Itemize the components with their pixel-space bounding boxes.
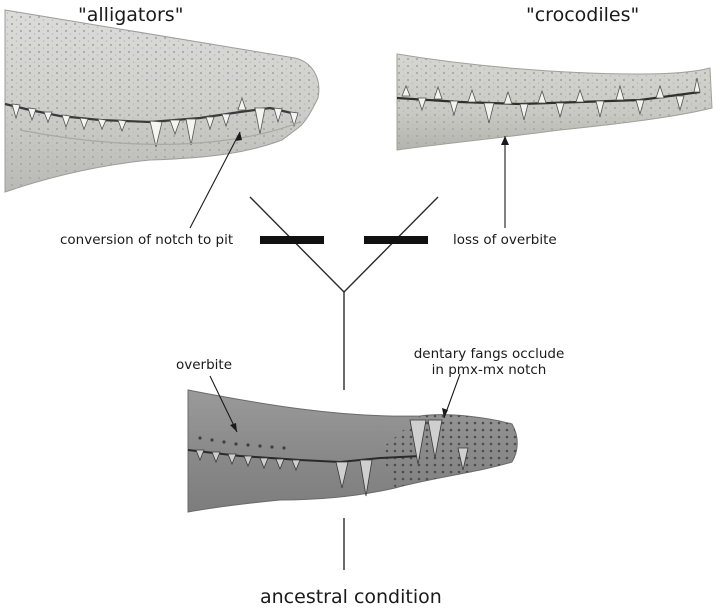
branch-right	[344, 197, 438, 292]
label-notch-to-pit: conversion of notch to pit	[60, 232, 233, 248]
label-dentary-line2: in pmx-mx notch	[396, 362, 582, 378]
title-crocodiles: "crocodiles"	[526, 4, 639, 26]
synapomorphy-bar-left	[260, 236, 324, 244]
label-loss-of-overbite: loss of overbite	[453, 232, 557, 248]
synapomorphy-bar-right	[364, 236, 428, 244]
character-bars	[260, 236, 428, 244]
label-ancestral-condition: ancestral condition	[260, 586, 442, 608]
ancestral-skull-image	[188, 390, 517, 512]
label-dentary-fangs: dentary fangs occlude in pmx-mx notch	[396, 346, 582, 378]
title-alligators: "alligators"	[78, 4, 183, 26]
cladogram	[250, 197, 438, 570]
label-overbite: overbite	[176, 357, 232, 373]
branch-left	[250, 197, 344, 292]
label-dentary-line1: dentary fangs occlude	[396, 346, 582, 362]
crocodile-skull-image	[397, 54, 712, 150]
alligator-skull-image	[5, 10, 319, 192]
